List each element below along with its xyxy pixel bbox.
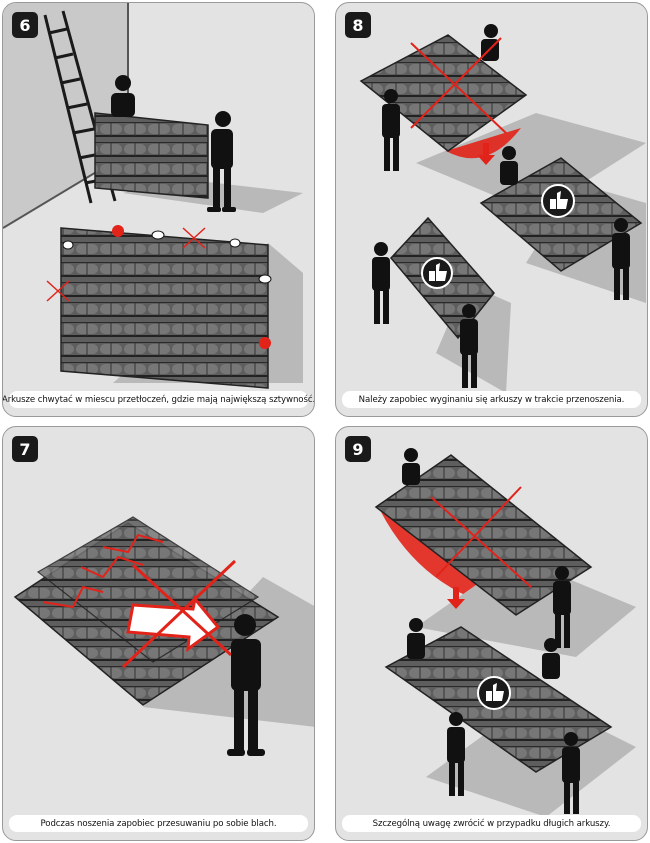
panel-9: 9 Szczególną uwagę zw xyxy=(335,426,648,841)
roof-sheet xyxy=(374,454,593,616)
red-cross-mark xyxy=(112,225,271,349)
panel-number: 6 xyxy=(12,12,38,38)
caption: Arkusze chwytać w miescu przetłoczeń, gd… xyxy=(3,391,314,408)
thumbs-up-icon xyxy=(541,184,575,218)
worker-figure xyxy=(227,614,265,756)
arrow-icon xyxy=(126,595,221,653)
arrow-icon xyxy=(477,143,495,165)
panel-number: 7 xyxy=(12,436,38,462)
panel-number: 9 xyxy=(345,436,371,462)
panel-6-illustration xyxy=(3,3,303,389)
worker-figure xyxy=(207,111,236,212)
caption: Podczas noszenia zapobiec przesuwaniu po… xyxy=(9,815,308,832)
panel-number: 8 xyxy=(345,12,371,38)
roof-sheet xyxy=(60,227,269,389)
slip-warning-lines xyxy=(42,533,164,609)
worker-figure xyxy=(407,618,580,814)
red-cross-mark xyxy=(410,37,507,134)
grip-point xyxy=(62,230,272,284)
panel-8-illustration xyxy=(359,24,646,393)
worker-figure xyxy=(111,75,135,117)
caption: Należy zapobiec wyginaniu się arkuszy w … xyxy=(342,391,641,408)
worker-figure xyxy=(402,448,571,648)
panel-7: 7 Podczas noszenia zapobiec przesuwaniu … xyxy=(2,426,315,841)
red-cross-mark xyxy=(46,227,206,302)
caption: Szczególną uwagę zwrócić w przypadku dłu… xyxy=(342,815,641,832)
roof-sheet xyxy=(94,112,209,199)
thumbs-up-icon xyxy=(477,676,511,710)
panel-8: 8 xyxy=(335,2,648,417)
red-cross-mark xyxy=(430,486,532,588)
panel-6: 6 xyxy=(2,2,315,417)
red-cross-mark xyxy=(121,559,237,669)
panel-7-illustration xyxy=(13,516,314,756)
panel-9-illustration xyxy=(374,448,636,817)
worker-figure xyxy=(372,242,478,388)
thumbs-up-icon xyxy=(421,257,453,289)
worker-figure xyxy=(500,146,630,300)
arrow-icon xyxy=(447,587,465,609)
